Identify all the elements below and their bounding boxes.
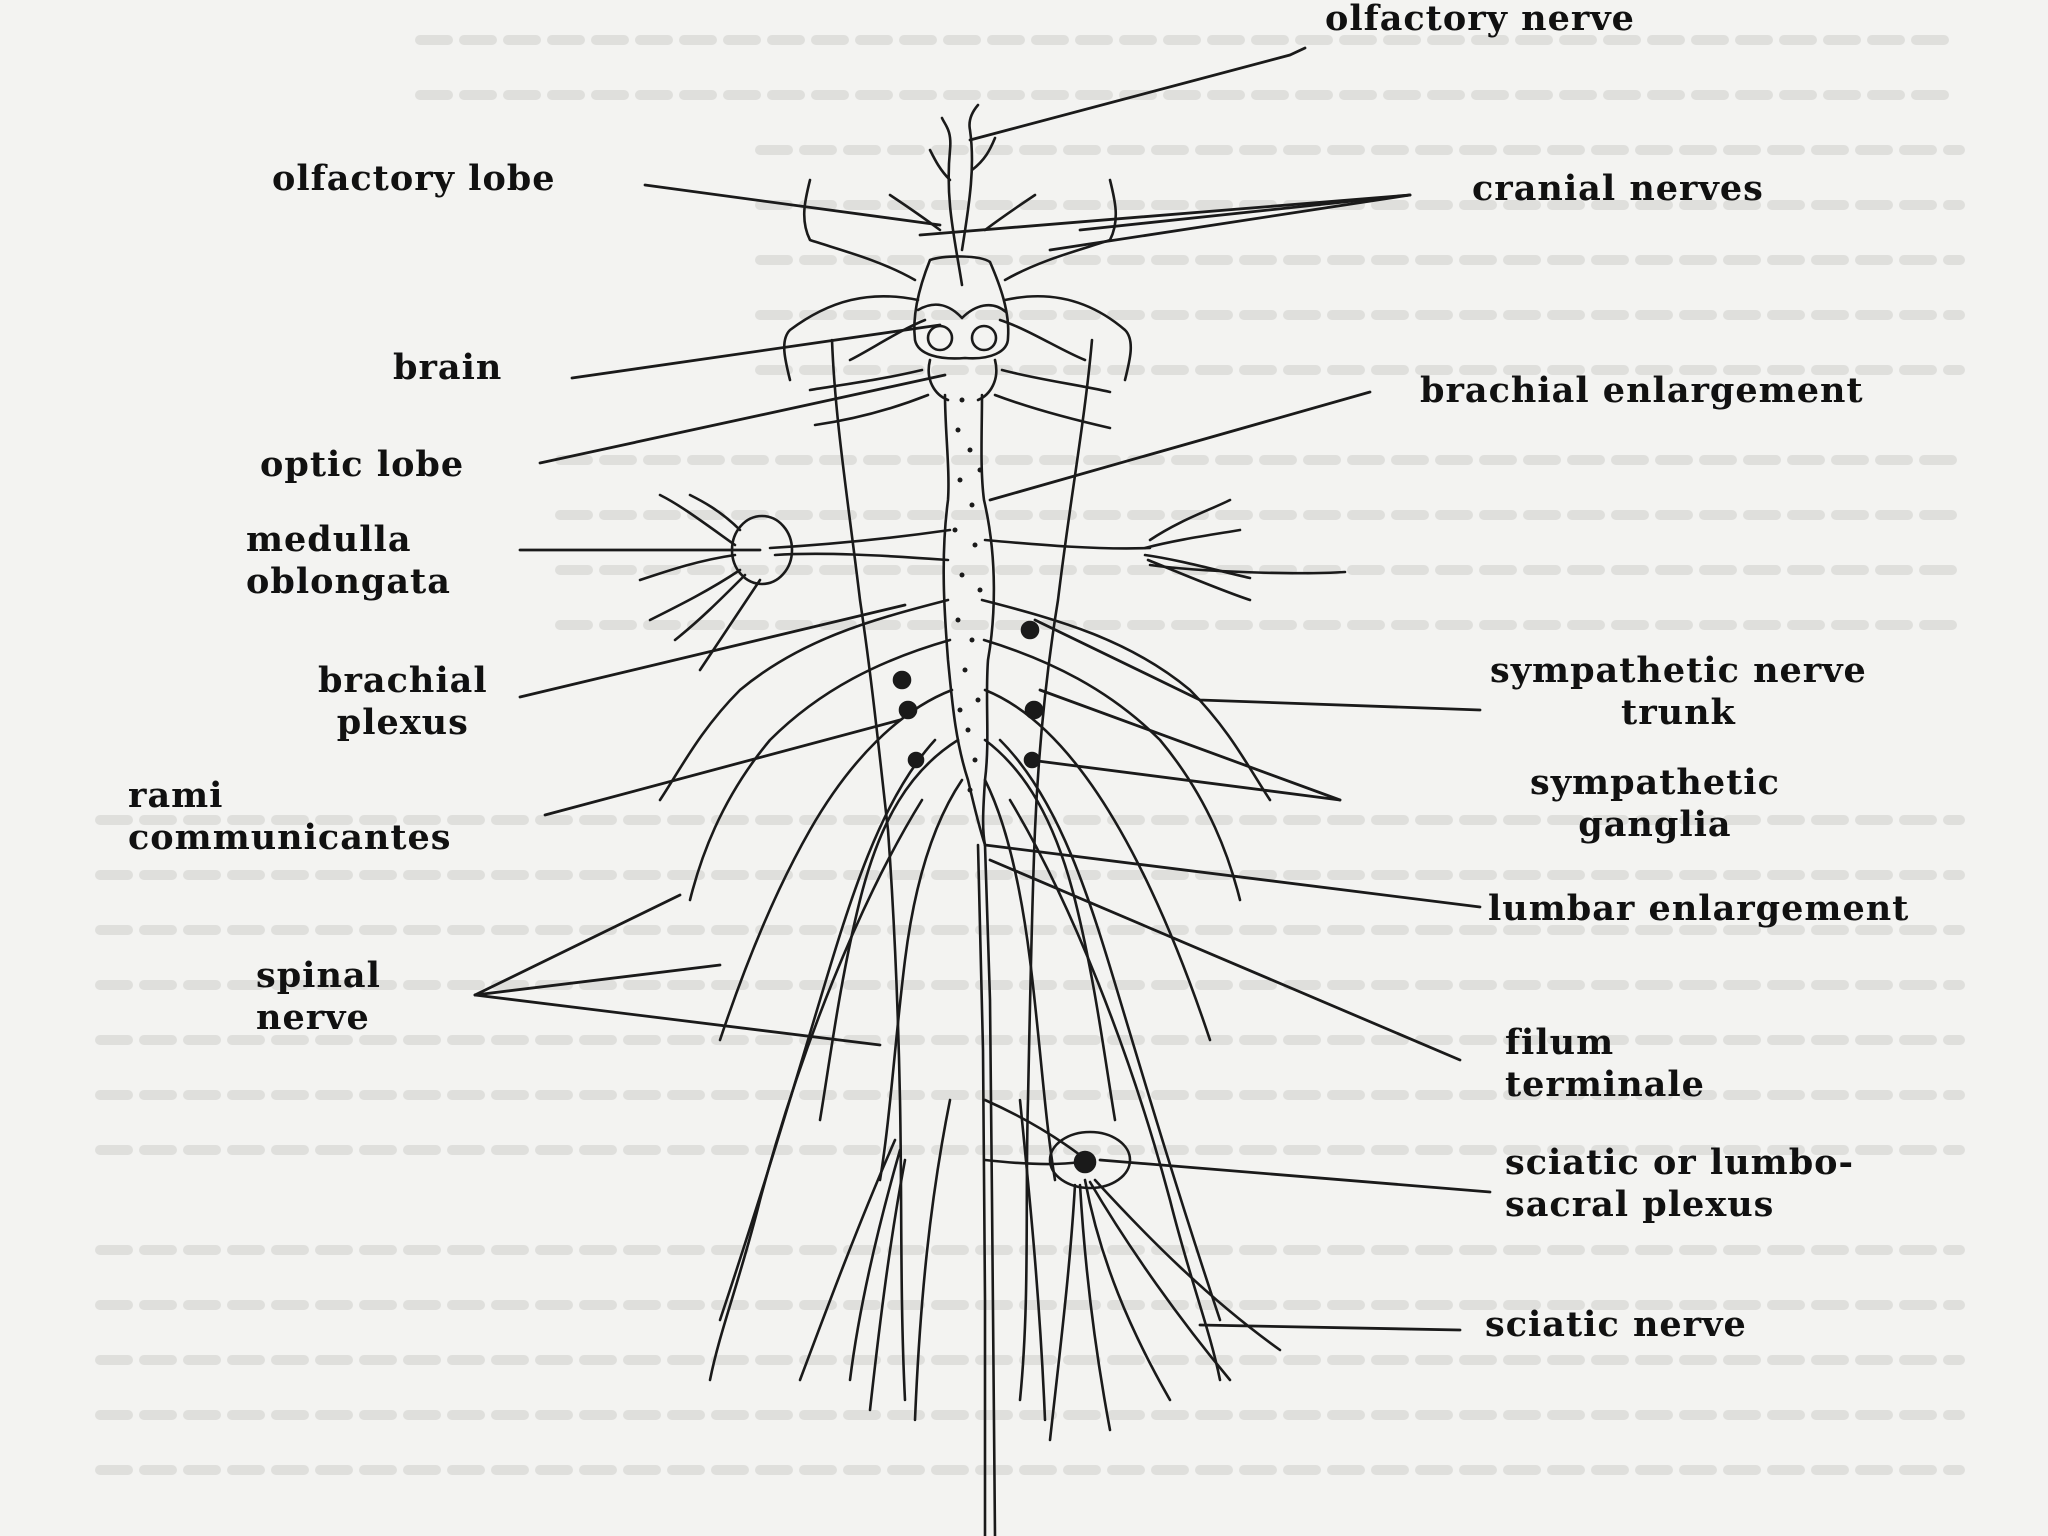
- label-sciatic-plexus: sciatic or lumbo- sacral plexus: [1505, 1142, 1854, 1226]
- label-rami-communicantes: rami communicantes: [128, 775, 452, 859]
- label-sympathetic-nerve-trunk: sympathetic nerve trunk: [1490, 650, 1867, 734]
- label-cranial-nerves: cranial nerves: [1472, 168, 1764, 210]
- lumbosacral-plexus: [800, 1100, 1280, 1440]
- label-optic-lobe: optic lobe: [260, 444, 464, 486]
- label-brachial-enlargement: brachial enlargement: [1420, 370, 1864, 412]
- label-lumbar-enlargement: lumbar enlargement: [1488, 888, 1909, 930]
- label-medulla-oblongata: medulla oblongata: [246, 519, 451, 603]
- sympathetic-trunks: [832, 340, 1092, 1400]
- label-olfactory-lobe: olfactory lobe: [272, 158, 556, 200]
- spinal-nerves: [660, 600, 1270, 1380]
- label-brachial-plexus: brachial plexus: [318, 660, 488, 744]
- label-sympathetic-ganglia: sympathetic ganglia: [1530, 762, 1780, 846]
- label-sciatic-nerve: sciatic nerve: [1485, 1304, 1747, 1346]
- spinal-cord: [944, 395, 995, 1536]
- label-spinal-nerve: spinal nerve: [256, 955, 381, 1039]
- olfactory-nerves: [890, 105, 1035, 285]
- label-brain: brain: [393, 347, 502, 389]
- label-olfactory-nerve: olfactory nerve: [1325, 0, 1635, 40]
- label-filum-terminale: filum terminale: [1505, 1022, 1705, 1106]
